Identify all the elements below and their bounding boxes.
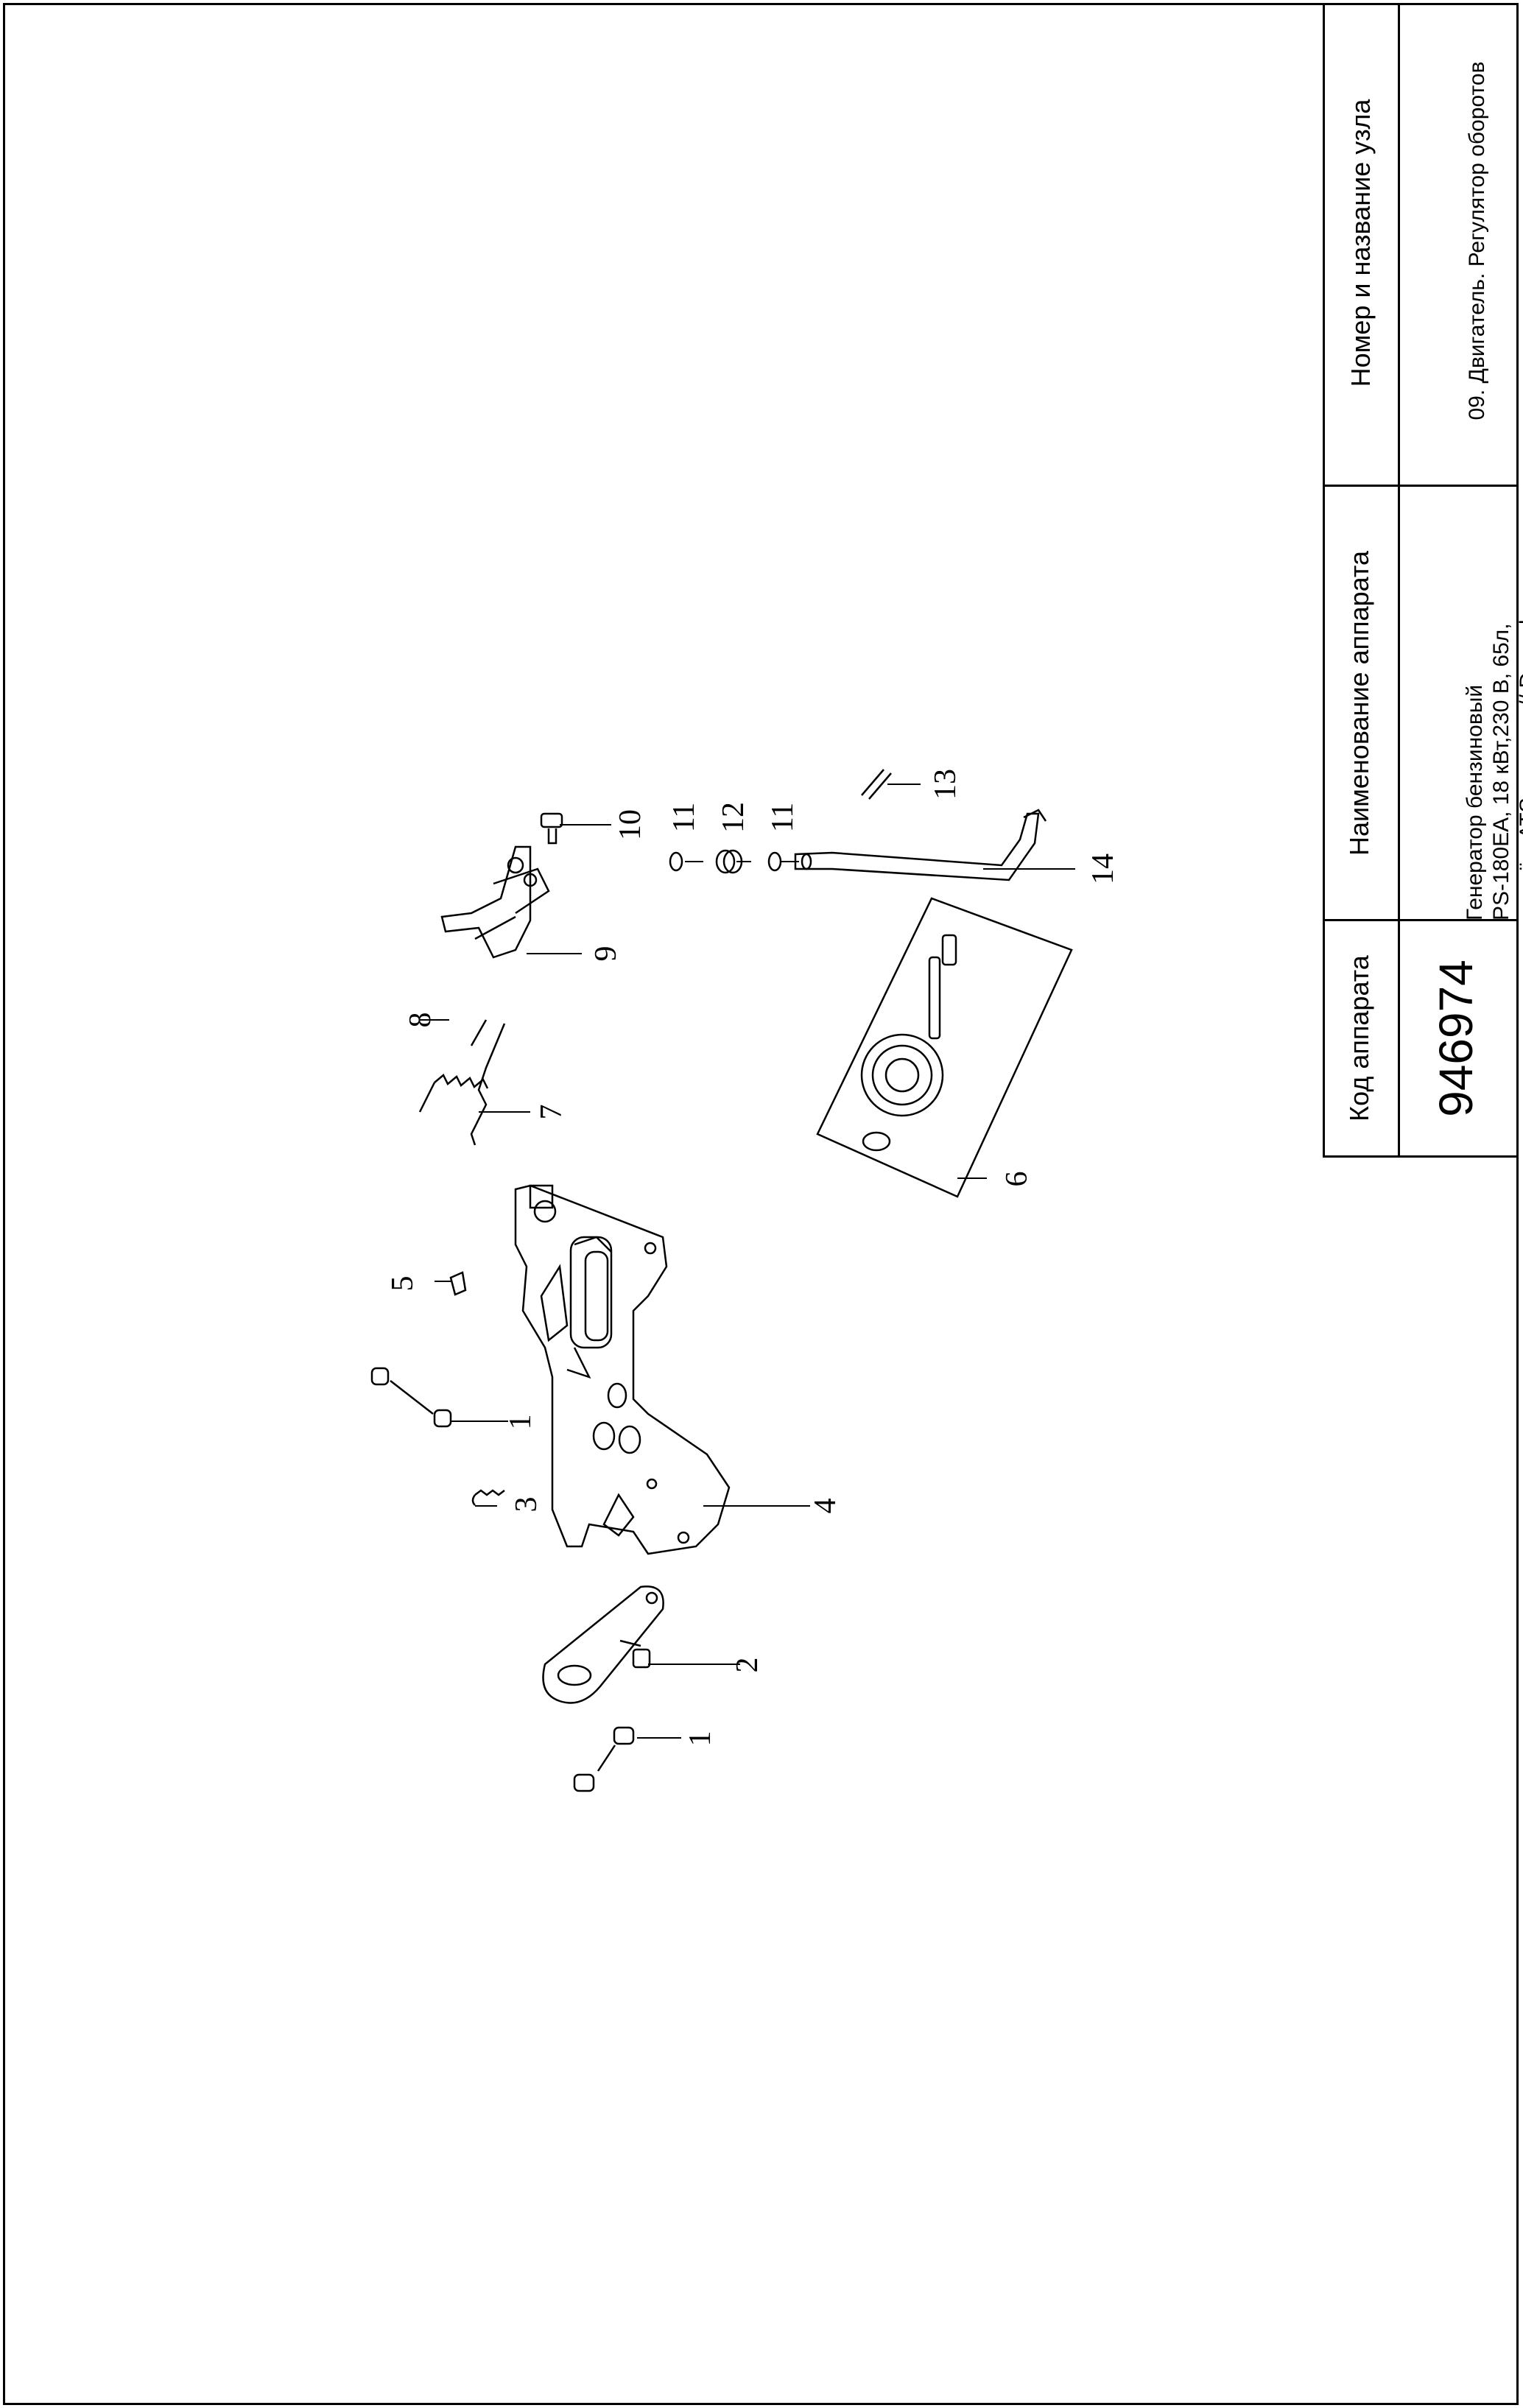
part-1-screws-upper (370, 1367, 452, 1428)
part-11-washer-a (669, 851, 683, 872)
part-11-washer-b (767, 851, 782, 872)
part-4-bracket (514, 1184, 731, 1555)
part-5-clip (449, 1271, 467, 1296)
callout-13: 13 (929, 769, 963, 800)
part-3-spring (471, 1489, 505, 1506)
leader-lines (420, 784, 1075, 1739)
callout-11-a: 11 (667, 802, 701, 833)
part-6-governor-gear-assembly (816, 897, 1073, 1198)
callout-9: 9 (589, 946, 623, 962)
callout-10: 10 (613, 809, 647, 840)
callout-1-lower: 1 (683, 1731, 717, 1747)
callout-6: 6 (1000, 1171, 1034, 1187)
callout-14: 14 (1086, 853, 1120, 884)
callout-12: 12 (717, 802, 750, 833)
callout-2: 2 (731, 1657, 764, 1673)
callout-5: 5 (386, 1275, 420, 1292)
callout-7: 7 (535, 1104, 569, 1120)
callout-1-upper: 1 (504, 1414, 538, 1430)
drawing-sheet (3, 3, 1519, 2405)
callout-3: 3 (510, 1496, 544, 1513)
part-14-shaft (794, 809, 1047, 881)
part-9-governor-arm (440, 845, 550, 959)
part-1-screws-lower (573, 1726, 635, 1792)
callout-8: 8 (404, 1012, 437, 1028)
part-13-clip (861, 769, 892, 800)
part-8-spring (418, 1019, 489, 1113)
part-2-lever (542, 1585, 664, 1704)
part-10-pin (540, 812, 563, 845)
callout-4: 4 (809, 1498, 843, 1514)
part-7-rod (470, 1023, 506, 1146)
callout-11-b: 11 (766, 802, 800, 833)
